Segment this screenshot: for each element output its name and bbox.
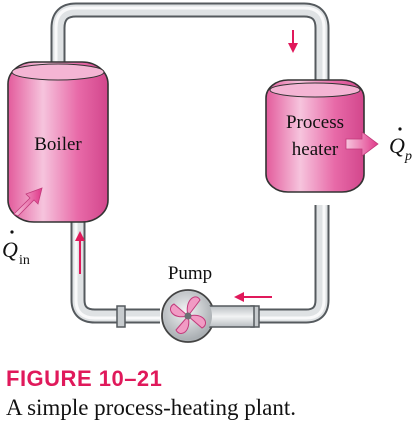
q-in-symbol: Q — [2, 237, 18, 262]
process-heater-vessel: Process heater — [265, 79, 365, 193]
pipe-loop — [50, 2, 330, 328]
figure-label: FIGURE 10–21 — [6, 366, 163, 391]
heat-in-arrow-icon — [13, 187, 43, 217]
flow-arrow-down-icon — [288, 30, 298, 53]
q-in-label: Q in — [2, 230, 30, 268]
flow-arrow-up-icon — [75, 231, 85, 274]
flow-arrows — [75, 30, 298, 302]
heat-out-arrow-icon — [345, 131, 379, 157]
q-in-subscript: in — [19, 253, 30, 268]
figure-caption: A simple process-heating plant. — [6, 395, 296, 420]
q-p-label: Q p — [389, 127, 412, 164]
q-p-symbol: Q — [389, 133, 405, 158]
heater-label-line1: Process — [286, 112, 344, 133]
pump-impeller-icon — [170, 296, 206, 334]
pump-label: Pump — [168, 263, 212, 284]
boiler-label: Boiler — [34, 134, 82, 155]
q-p-subscript: p — [404, 149, 412, 164]
boiler-vessel: Boiler — [7, 61, 109, 223]
flow-arrow-left-icon — [234, 292, 272, 302]
heater-label-line2: heater — [292, 139, 339, 160]
pump: Pump — [161, 263, 255, 343]
